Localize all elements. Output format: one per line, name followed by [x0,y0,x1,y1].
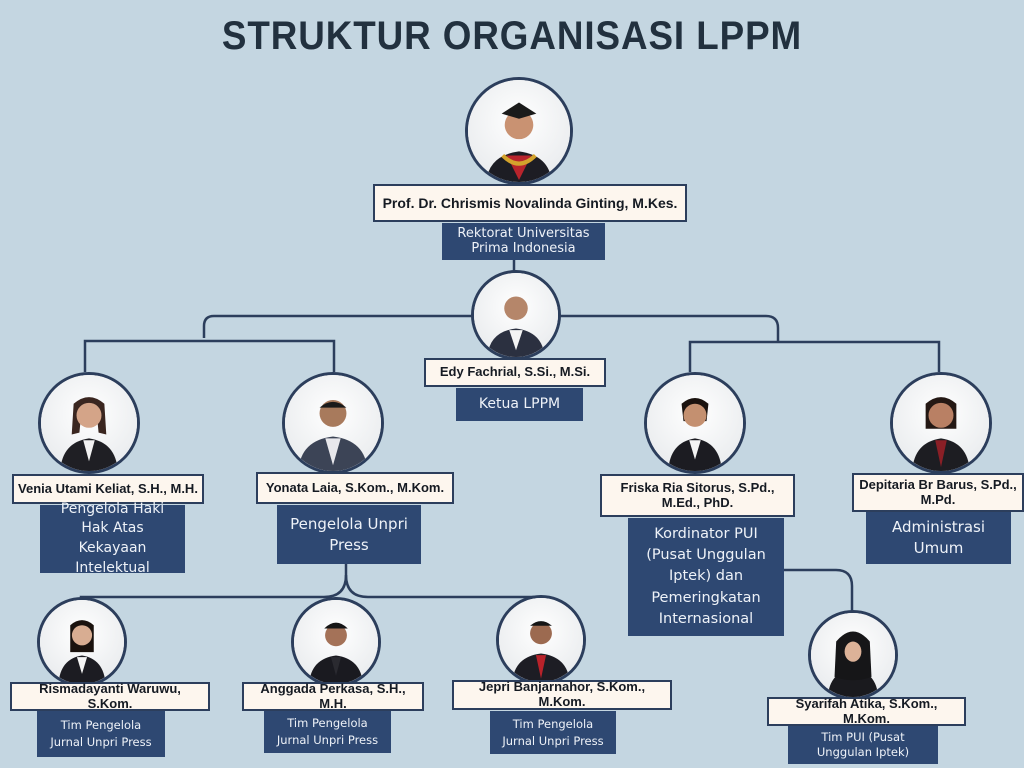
jurnal2-role: Tim Pengelola Jurnal Unpri Press [264,711,391,753]
rektor-role: Rektorat Universitas Prima Indonesia [442,223,605,260]
timpui-name: Syarifah Atika, S.Kom., M.Kom. [767,696,966,726]
ketua-name: Edy Fachrial, S.Si., M.Si. [424,358,606,387]
jurnal2-photo [291,597,381,687]
jurnal3-role: Tim Pengelola Jurnal Unpri Press [490,711,616,754]
jurnal3-name: Jepri Banjarnahor, S.Kom., M.Kom. [452,679,672,710]
ketua-role: Ketua LPPM [456,388,583,421]
admin-role: Administrasi Umum [866,512,1011,564]
pui-photo [644,372,746,474]
jurnal2-name: Anggada Perkasa, S.H., M.H. [242,681,424,711]
timpui-photo [808,610,898,700]
timpui-role: Tim PUI (Pusat Unggulan Iptek) [788,726,938,764]
press-photo [282,372,384,474]
admin-photo [890,372,992,474]
jurnal1-photo [37,597,127,687]
jurnal3-photo [496,595,586,685]
haki-role: Pengelola Haki Hak Atas Kekayaan Intelek… [40,501,185,576]
ketua-photo [471,270,561,360]
jurnal1-name: Rismadayanti Waruwu, S.Kom. [10,681,210,711]
press-role: Pengelola Unpri Press [277,505,421,564]
press-name: Yonata Laia, S.Kom., M.Kom. [256,472,454,504]
pui-name: Friska Ria Sitorus, S.Pd., M.Ed., PhD. [600,474,795,517]
rektor-name: Prof. Dr. Chrismis Novalinda Ginting, M.… [373,184,687,222]
admin-name: Depitaria Br Barus, S.Pd., M.Pd. [852,473,1024,512]
rektor-photo [465,77,573,185]
pui-role: Kordinator PUI (Pusat Unggulan Iptek) da… [628,518,784,636]
haki-name: Venia Utami Keliat, S.H., M.H. [12,474,204,504]
haki-photo [38,372,140,474]
jurnal1-role: Tim Pengelola Jurnal Unpri Press [37,711,165,757]
page-title: STRUKTUR ORGANISASI LPPM [221,14,803,58]
